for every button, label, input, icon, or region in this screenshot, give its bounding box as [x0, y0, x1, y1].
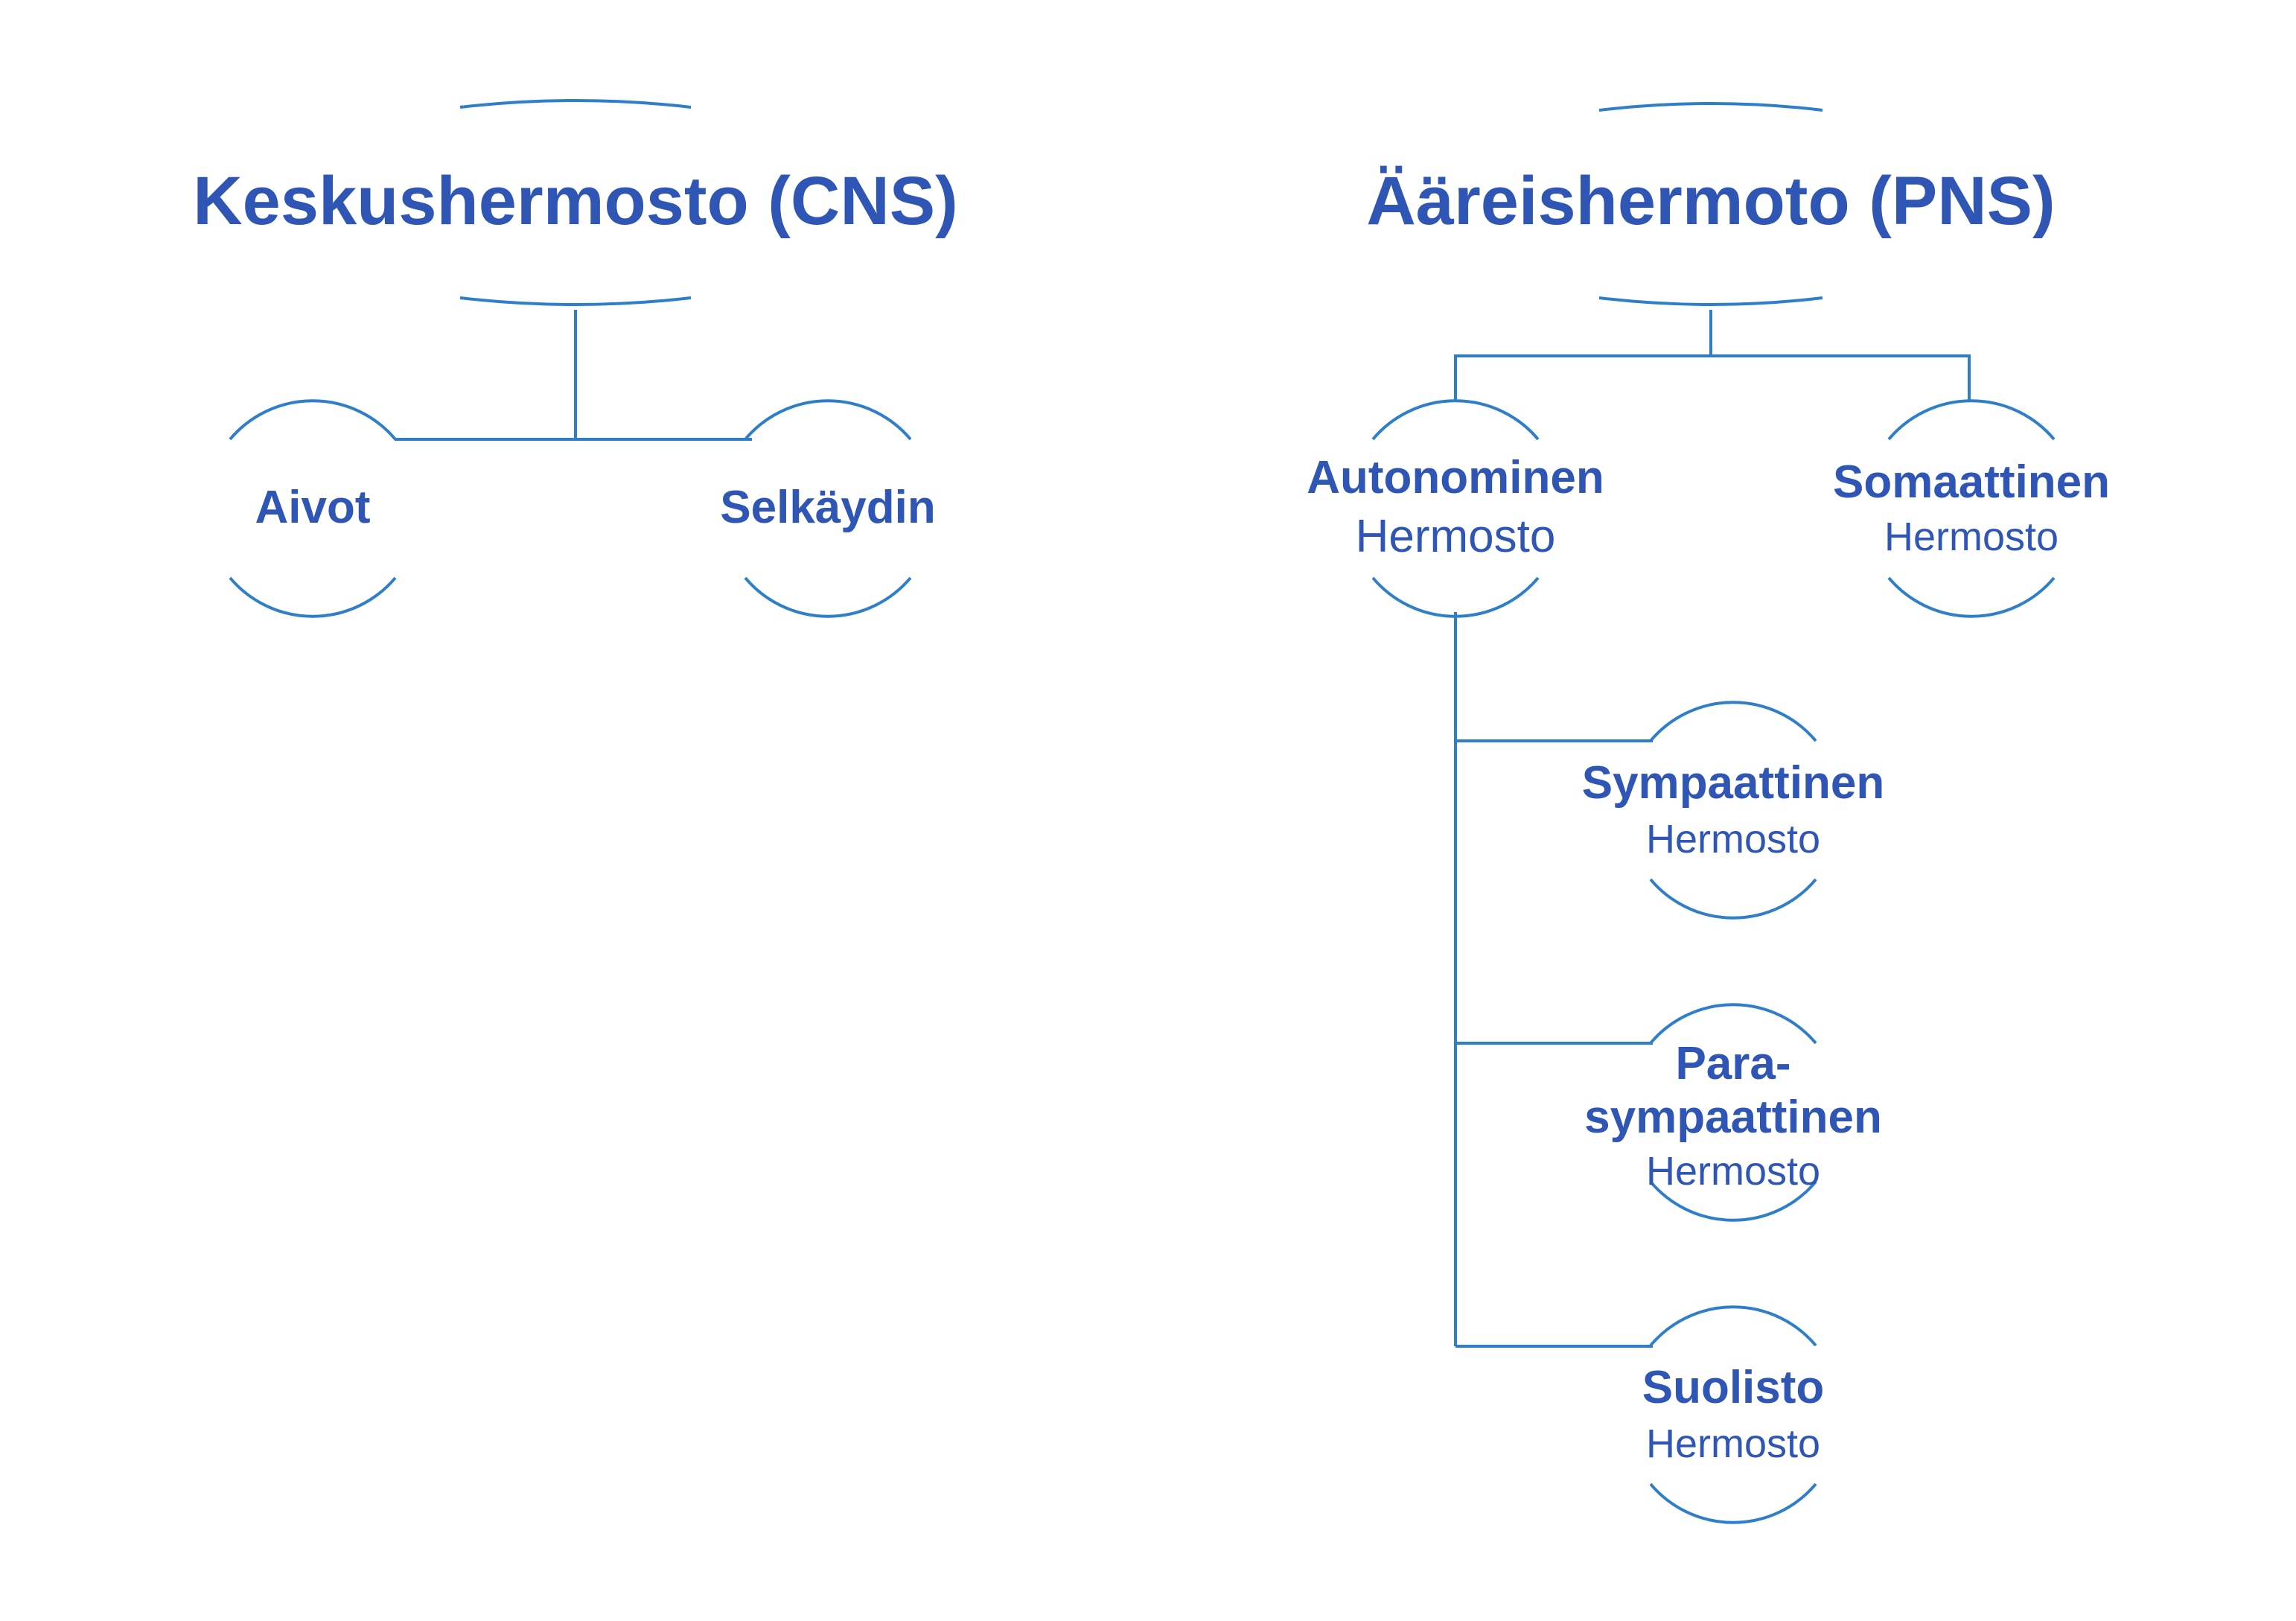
- cns-title-top-bracket: [459, 99, 692, 109]
- autonomic-node-label: Autonominen: [1307, 452, 1604, 503]
- somatic-node-sublabel: Hermosto: [1884, 515, 2059, 559]
- cns-node-spinal-cord-label: Selkäydin: [720, 482, 936, 533]
- enteric-node-sublabel: Hermosto: [1645, 1421, 1821, 1466]
- parasympathetic-node-label-line2: sympaattinen: [1584, 1092, 1882, 1143]
- autonomic-node-sublabel: Hermosto: [1355, 511, 1556, 562]
- cns-node-brain-top-arc: [229, 399, 397, 441]
- pns-branch-line: [1454, 354, 1971, 401]
- pns-title: Ääreishermoto (PNS): [1366, 163, 2056, 239]
- pns-title-top-bracket: [1598, 102, 1823, 112]
- enteric-node-top-arc: [1649, 1305, 1817, 1347]
- sympathetic-node-top-arc: [1649, 701, 1817, 742]
- parasympathetic-node-sublabel: Hermosto: [1645, 1149, 1821, 1194]
- cns-title-bottom-bracket: [459, 296, 692, 306]
- parasympathetic-node-bottom-arc: [1649, 1180, 1817, 1222]
- enteric-node-bottom-arc: [1649, 1483, 1817, 1524]
- parasympathetic-node-label-line1: Para-: [1675, 1038, 1791, 1089]
- sympathetic-node-bottom-arc: [1649, 878, 1817, 920]
- somatic-node-top-arc: [1887, 399, 2056, 441]
- autonomic-node-top-arc: [1371, 399, 1540, 441]
- cns-node-brain-bottom-arc: [229, 576, 397, 618]
- cns-node-spinal-cord-bottom-arc: [744, 576, 912, 618]
- enteric-node-label: Suolisto: [1642, 1362, 1825, 1413]
- cns-node-brain-label: Aivot: [255, 482, 371, 533]
- sympathetic-node-label: Sympaattinen: [1581, 757, 1885, 809]
- parasympathetic-node-top-arc: [1649, 1003, 1817, 1045]
- cns-title: Keskushermosto (CNS): [193, 163, 958, 239]
- pns-title-bottom-bracket: [1598, 296, 1823, 306]
- autonomic-node-bottom-arc: [1371, 576, 1540, 618]
- somatic-node-bottom-arc: [1887, 576, 2056, 618]
- sympathetic-node-sublabel: Hermosto: [1645, 817, 1821, 862]
- cns-node-spinal-cord-top-arc: [744, 399, 912, 441]
- somatic-node-label: Somaattinen: [1832, 456, 2111, 508]
